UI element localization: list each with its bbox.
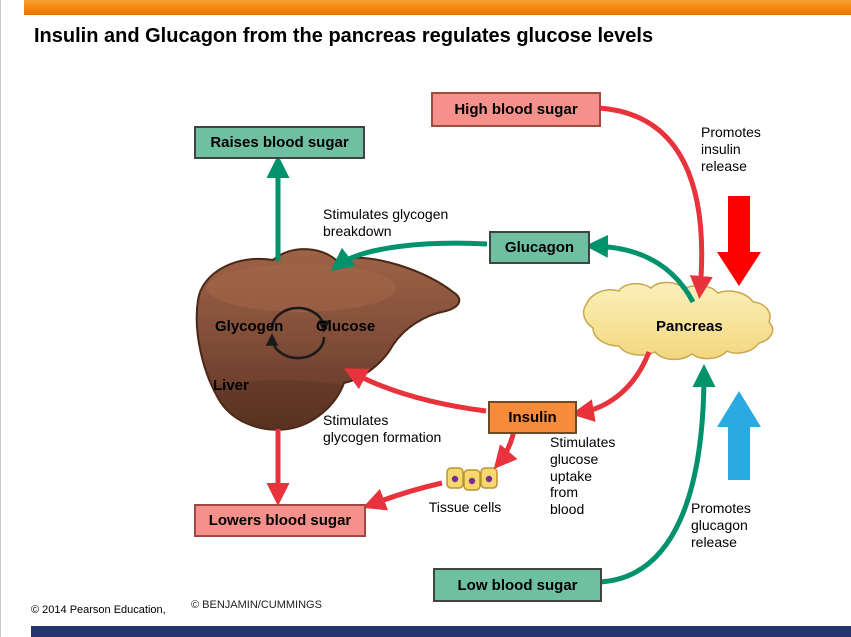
liver-label: Liver [213, 377, 249, 394]
cell-nucleus-icon [468, 477, 476, 485]
arrow-glucagon-to-liver [330, 240, 488, 271]
arrow-pancreas-to-insulin [571, 351, 652, 422]
cell-nucleus-icon [451, 475, 459, 483]
bottom-accent-bar [31, 626, 851, 637]
fat-red-down-arrow [717, 196, 761, 286]
arrow-pancreas-to-glucagon [585, 234, 696, 304]
copyright-text: © 2014 Pearson Education, [31, 604, 166, 616]
glucose-label: Glucose [316, 318, 376, 335]
pancreas-label: Pancreas [656, 318, 723, 335]
cell-nucleus-icon [485, 475, 493, 483]
tissue-cells-illustration [446, 467, 498, 491]
stimulates-glycogen-formation-label: Stimulates glycogen formation [323, 412, 442, 445]
promotes-glucagon-release-label: Promotes glucagon release [691, 500, 751, 550]
slide-title: Insulin and Glucagon from the pancreas r… [34, 25, 654, 47]
low-blood-sugar-box: Low blood sugar [433, 568, 602, 602]
lowers-blood-sugar-box: Lowers blood sugar [194, 504, 366, 537]
high-blood-sugar-box: High blood sugar [431, 92, 601, 127]
publisher-credit-text: © BENJAMIN/CUMMINGS [191, 599, 322, 611]
top-accent-bar [24, 0, 851, 15]
raises-blood-sugar-box: Raises blood sugar [194, 126, 365, 159]
fat-blue-up-arrow [717, 391, 761, 480]
promotes-insulin-release-label: Promotes insulin release [701, 124, 761, 174]
glycogen-label: Glycogen [215, 318, 284, 335]
arrow-insulin-to-liver [343, 368, 487, 414]
arrow-insulin-to-tissue-cells [493, 430, 518, 470]
arrow-high-blood-sugar-to-pancreas [598, 105, 713, 299]
insulin-box: Insulin [488, 401, 577, 434]
glucagon-box: Glucagon [489, 231, 590, 264]
stimulates-glycogen-breakdown-label: Stimulates glycogen breakdown [323, 206, 449, 239]
stimulates-glucose-uptake-label: Stimulates glucose uptake from blood [550, 434, 616, 518]
tissue-cells-label: Tissue cells [428, 499, 502, 515]
cycle-bottom-arrow [265, 333, 326, 360]
